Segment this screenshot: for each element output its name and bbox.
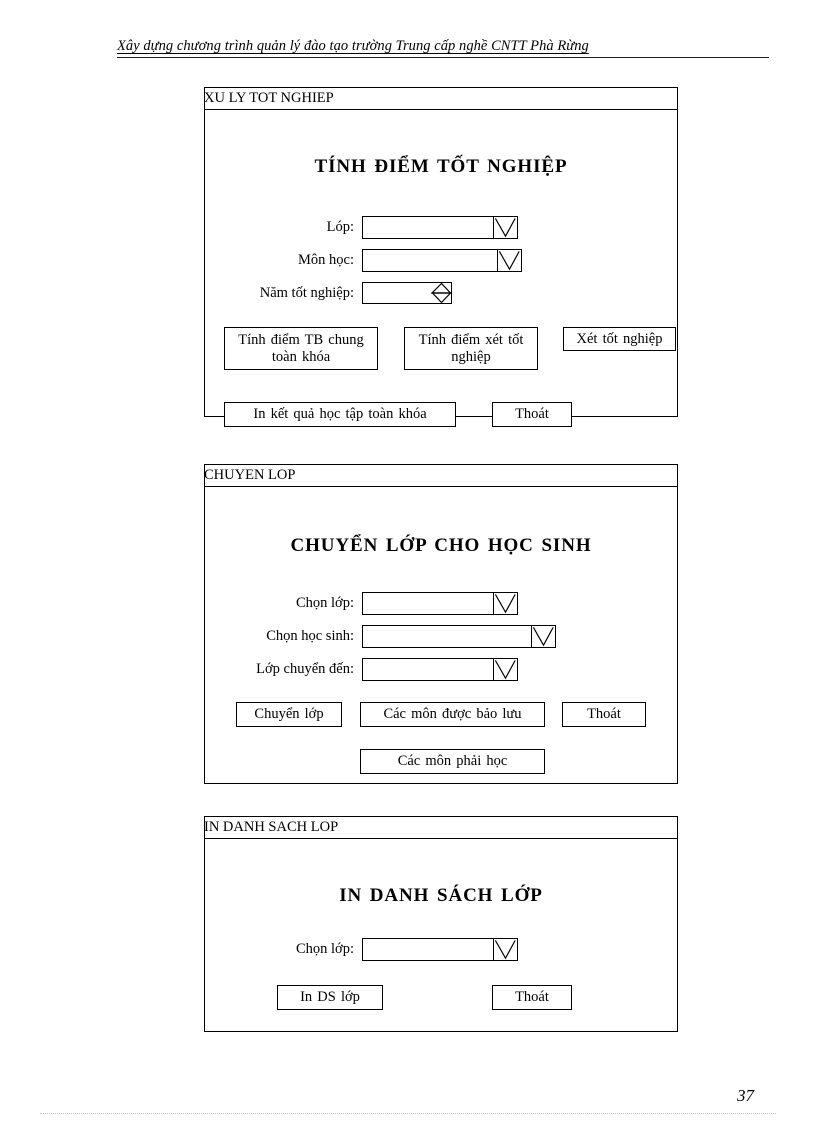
chevron-down-outline-icon[interactable] (531, 624, 557, 648)
button-thoat-3[interactable]: Thoát (492, 985, 572, 1010)
form-window-xu-ly-tot-nghiep: XU LY TOT NGHIEP TÍNH ĐIỂM TỐT NGHIỆP Ló… (204, 87, 678, 427)
form-window-chuyen-lop: CHUYEN LOP CHUYỂN LỚP CHO HỌC SINH Chọn … (204, 464, 678, 784)
label-mon-hoc: Môn học: (298, 252, 354, 268)
button-tinh-diem-tb-chung-toan-khoa[interactable]: Tính điểm TB chung toàn khóa (224, 327, 378, 370)
button-chuyen-lop[interactable]: Chuyển lớp (236, 702, 342, 727)
combobox-chon-lop[interactable] (362, 591, 519, 615)
button-xet-tot-nghiep[interactable]: Xét tốt nghiệp (563, 327, 676, 351)
label-lop: Lóp: (326, 219, 354, 235)
button-in-ds-lop[interactable]: In DS lớp (277, 985, 383, 1010)
field-row-mon-hoc: Môn học: (205, 248, 523, 272)
button-in-ket-qua-hoc-tap-toan-khoa[interactable]: In kết quả học tập toàn khóa (224, 402, 456, 427)
label-nam-tot-nghiep: Năm tốt nghiệp: (259, 284, 354, 301)
form-body-in-danh-sach-lop: IN DANH SÁCH LỚP Chọn lớp: In DS lớp Tho… (205, 839, 677, 1031)
label-lop-chuyen-den: Lớp chuyển đến: (256, 661, 354, 677)
field-row-lop-chuyen-den: Lớp chuyển đến: (205, 657, 519, 681)
titlebar-chuyen-lop: CHUYEN LOP (205, 465, 677, 487)
combobox-lop-chuyen-den[interactable] (362, 657, 519, 681)
field-row-chon-lop-3: Chọn lớp: (205, 937, 519, 961)
combobox-chon-hoc-sinh[interactable] (362, 624, 557, 648)
spinner-nam-tot-nghiep[interactable] (362, 282, 453, 304)
button-cac-mon-phai-hoc[interactable]: Các môn phải học (360, 749, 545, 774)
form-window-in-danh-sach-lop: IN DANH SACH LOP IN DANH SÁCH LỚP Chọn l… (204, 816, 678, 1032)
button-thoat-2[interactable]: Thoát (562, 702, 646, 727)
chevron-down-outline-icon[interactable] (493, 591, 519, 615)
button-cac-mon-duoc-bao-luu[interactable]: Các môn được bảo lưu (360, 702, 545, 727)
button-tinh-diem-xet-tot-nghiep[interactable]: Tính điểm xét tốt nghiệp (404, 327, 538, 370)
page-title-in-danh-sach-lop: IN DANH SÁCH LỚP (339, 885, 543, 906)
label-chon-hoc-sinh: Chọn học sinh: (266, 628, 354, 644)
field-row-chon-lop: Chọn lớp: (205, 591, 519, 615)
running-header-text: Xây dựng chương trình quản lý đào tạo tr… (117, 38, 589, 54)
page-title-chuyen-lop-cho-hoc-sinh: CHUYỂN LỚP CHO HỌC SINH (290, 535, 592, 556)
combobox-chon-lop-3[interactable] (362, 937, 519, 961)
running-header: Xây dựng chương trình quản lý đào tạo tr… (117, 38, 769, 58)
titlebar-xu-ly-tot-nghiep: XU LY TOT NGHIEP (205, 88, 677, 110)
combobox-mon-hoc[interactable] (362, 248, 523, 272)
form-body-xu-ly-tot-nghiep: TÍNH ĐIỂM TỐT NGHIỆP Lóp: Môn học: (205, 110, 677, 427)
field-row-nam-tot-nghiep: Năm tốt nghiệp: (205, 282, 453, 304)
chevron-down-outline-icon[interactable] (493, 937, 519, 961)
label-chon-lop: Chọn lớp: (295, 941, 354, 957)
window-title: CHUYEN LOP (205, 467, 296, 483)
window-title: IN DANH SACH LOP (205, 819, 339, 835)
label-chon-lop: Chọn lớp: (295, 595, 354, 611)
field-row-lop: Lóp: (205, 215, 519, 239)
form-body-chuyen-lop: CHUYỂN LỚP CHO HỌC SINH Chọn lớp: Chọn h… (205, 487, 677, 783)
page-title-tinh-diem-tot-nghiep: TÍNH ĐIỂM TỐT NGHIỆP (314, 156, 568, 177)
field-row-chon-hoc-sinh: Chọn học sinh: (205, 624, 557, 648)
page-number: 37 (737, 1086, 754, 1105)
footer-divider (40, 1113, 776, 1115)
chevron-down-outline-icon[interactable] (493, 215, 519, 239)
spinner-up-down-icon[interactable] (430, 282, 453, 304)
window-title: XU LY TOT NGHIEP (205, 90, 334, 106)
chevron-down-outline-icon[interactable] (497, 248, 523, 272)
chevron-down-outline-icon[interactable] (493, 657, 519, 681)
combobox-lop[interactable] (362, 215, 519, 239)
titlebar-in-danh-sach-lop: IN DANH SACH LOP (205, 817, 677, 839)
button-thoat-1[interactable]: Thoát (492, 402, 572, 427)
